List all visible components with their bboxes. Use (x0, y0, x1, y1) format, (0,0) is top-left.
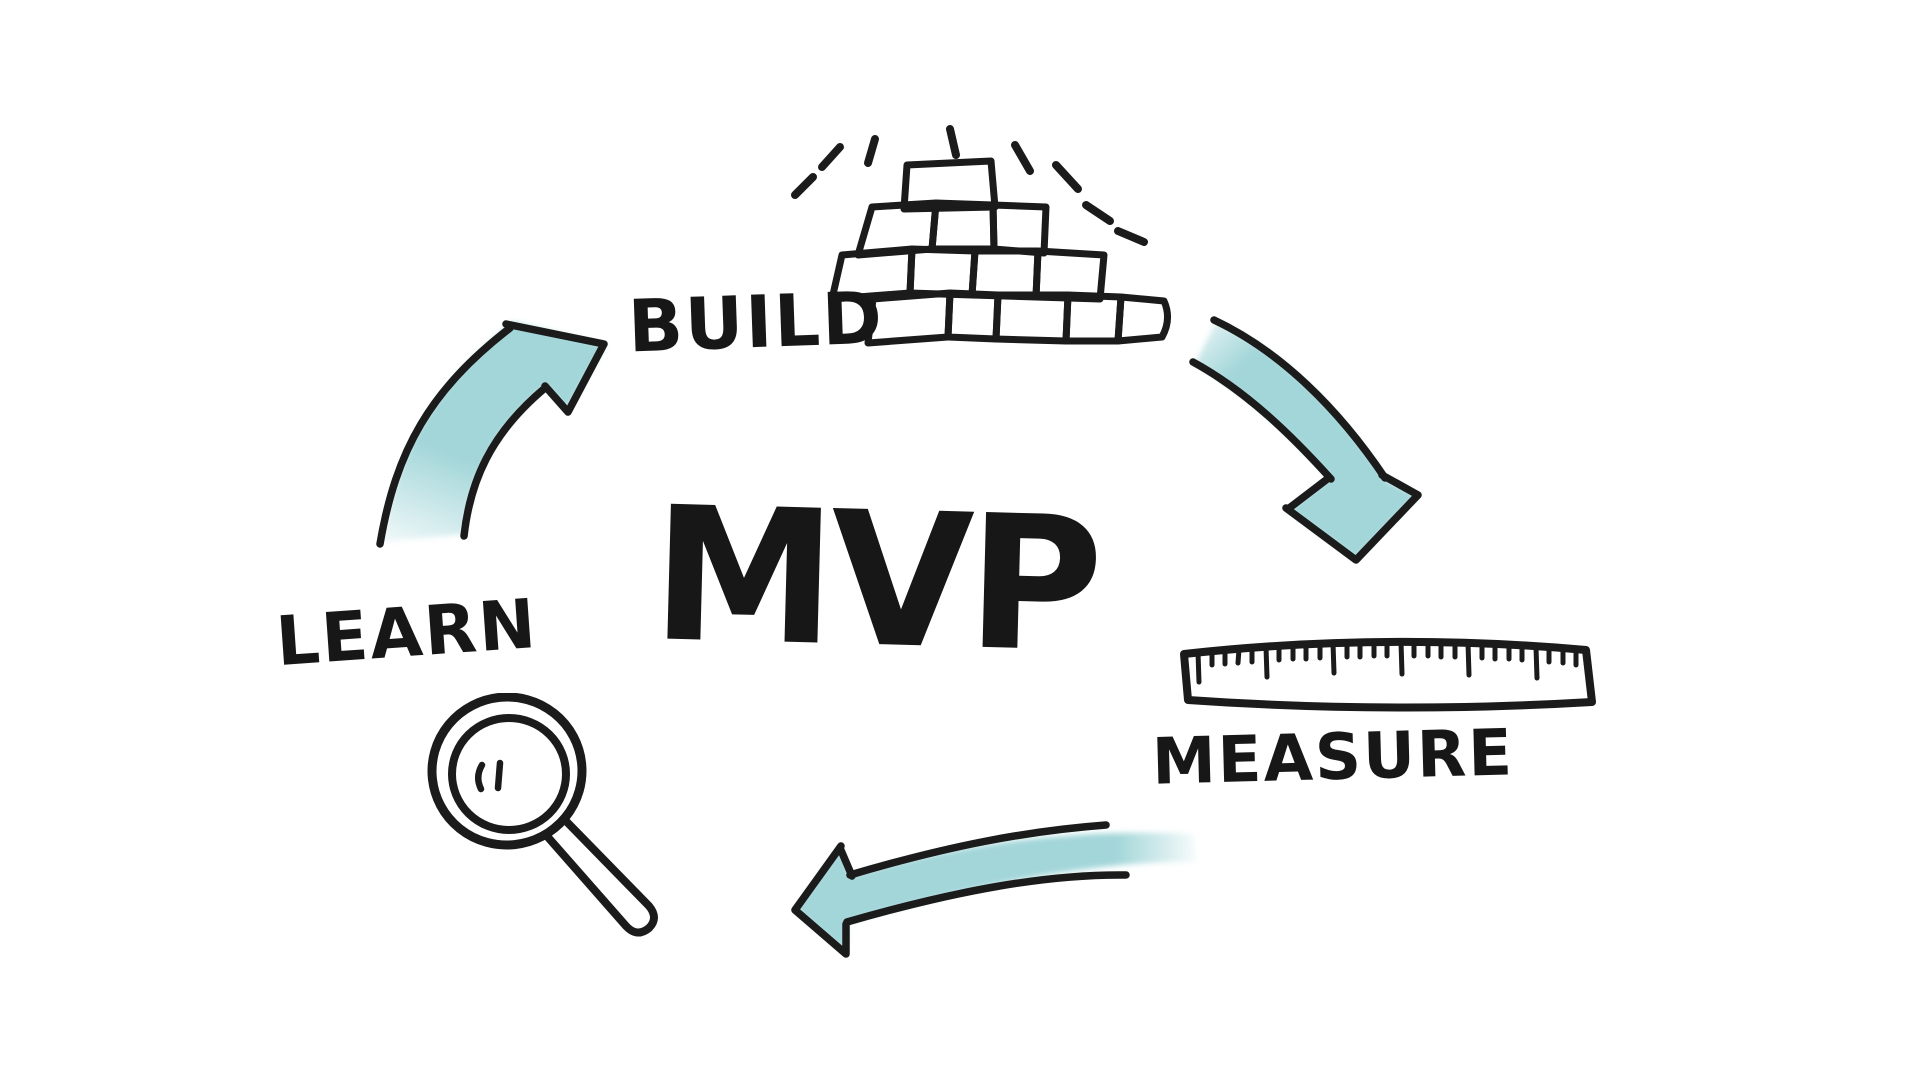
arrow-build-to-measure (1189, 316, 1422, 564)
measure-label: MEASURE (1151, 716, 1515, 800)
ruler-icon (1180, 637, 1596, 712)
build-label: BUILD (626, 275, 886, 369)
mvp-center-label: MVP (649, 466, 1100, 694)
magnifying-glass-icon (427, 693, 658, 937)
learn-label: LEARN (273, 584, 541, 683)
arrow-learn-to-build (376, 320, 608, 548)
brick-wall-icon (791, 125, 1171, 347)
arrow-measure-to-learn (791, 821, 1196, 958)
